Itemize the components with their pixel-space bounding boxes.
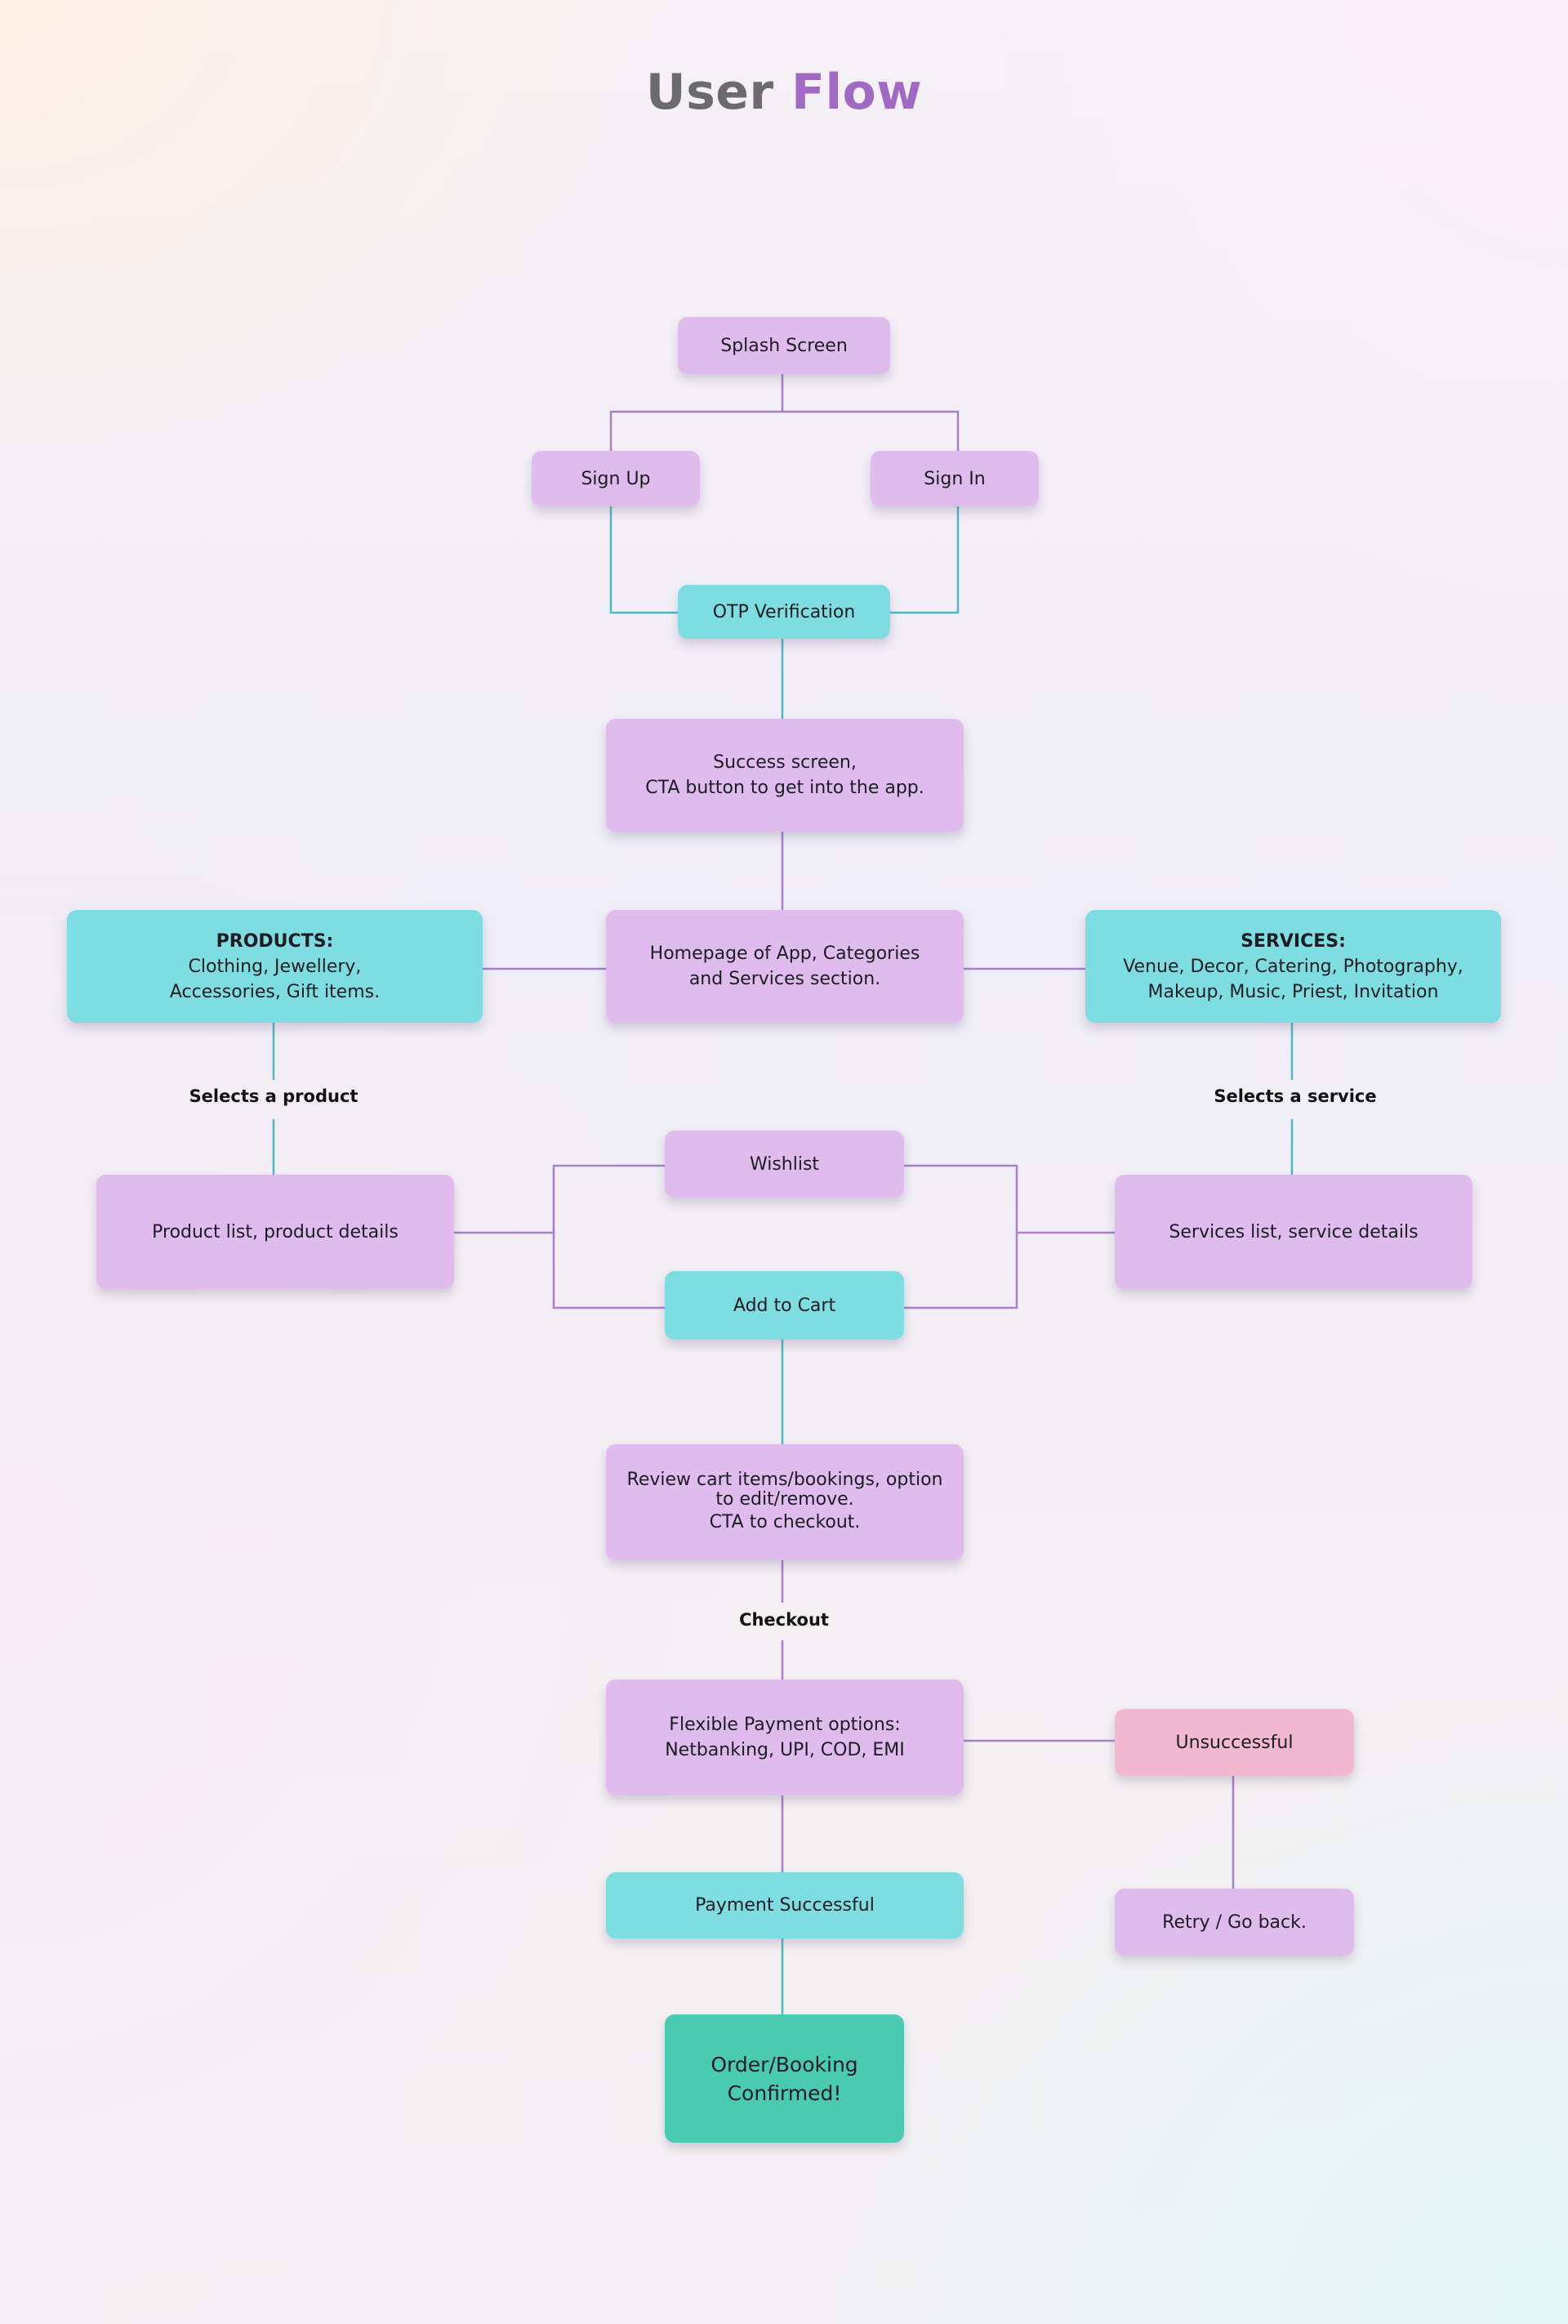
node-success-line2: CTA button to get into the app.: [645, 778, 924, 798]
node-homepage-line2: and Services section.: [688, 969, 881, 989]
edge-label-selects-service: Selects a service: [1214, 1086, 1377, 1106]
node-review-cart: Review cart items/bookings, option to ed…: [606, 1444, 964, 1560]
node-payment-successful: Payment Successful: [606, 1872, 964, 1938]
connector-bracket-left: [552, 1164, 665, 1309]
title-word-user: User: [645, 64, 774, 121]
node-add-to-cart: Add to Cart: [665, 1271, 904, 1340]
title-word-flow: Flow: [791, 64, 923, 121]
node-sign-in-label: Sign In: [924, 468, 986, 489]
edge-label-selects-product: Selects a product: [189, 1086, 359, 1106]
node-splash-screen: Splash Screen: [678, 317, 890, 374]
node-payment-options-line1: Flexible Payment options:: [669, 1715, 901, 1735]
node-payment-options-line2: Netbanking, UPI, COD, EMI: [665, 1740, 905, 1760]
node-sign-up: Sign Up: [532, 451, 700, 506]
node-services: SERVICES: Venue, Decor, Catering, Photog…: [1085, 910, 1501, 1023]
node-otp-verification: OTP Verification: [678, 585, 890, 639]
edge-label-checkout: Checkout: [739, 1610, 829, 1630]
node-services-heading: SERVICES:: [1241, 930, 1346, 952]
node-confirmed-line2: Confirmed!: [727, 2081, 842, 2105]
node-product-list-label: Product list, product details: [152, 1221, 399, 1242]
node-services-line2: Makeup, Music, Priest, Invitation: [1147, 981, 1439, 1002]
node-review-line3: CTA to checkout.: [709, 1511, 861, 1532]
node-review-line2: to edit/remove.: [715, 1488, 854, 1510]
node-wishlist-label: Wishlist: [749, 1153, 820, 1175]
node-review-line1: Review cart items/bookings, option: [626, 1469, 943, 1490]
connector-signup-otp: [609, 506, 678, 614]
node-products-line1: Clothing, Jewellery,: [188, 956, 362, 977]
node-retry: Retry / Go back.: [1115, 1889, 1354, 1956]
node-retry-label: Retry / Go back.: [1162, 1911, 1307, 1933]
node-sign-in: Sign In: [871, 451, 1039, 506]
node-success-screen: Success screen, CTA button to get into t…: [606, 719, 964, 832]
node-payment-successful-label: Payment Successful: [695, 1895, 875, 1916]
node-splash-label: Splash Screen: [720, 335, 848, 356]
node-homepage: Homepage of App, Categories and Services…: [606, 910, 964, 1023]
node-products-line2: Accessories, Gift items.: [169, 981, 381, 1002]
connector-splash-auth: [609, 374, 784, 451]
node-unsuccessful-label: Unsuccessful: [1175, 1732, 1294, 1753]
node-product-list: Product list, product details: [96, 1175, 454, 1289]
node-services-line1: Venue, Decor, Catering, Photography,: [1123, 956, 1463, 977]
connector-bracket-right: [904, 1164, 1018, 1309]
node-add-to-cart-label: Add to Cart: [733, 1295, 836, 1316]
node-order-confirmed: Order/Booking Confirmed!: [665, 2014, 904, 2143]
node-services-list-label: Services list, service details: [1169, 1221, 1419, 1242]
connector-signin-otp: [890, 506, 960, 614]
node-services-list: Services list, service details: [1115, 1175, 1472, 1289]
node-products-heading: PRODUCTS:: [216, 930, 334, 952]
node-homepage-line1: Homepage of App, Categories: [649, 943, 920, 964]
connector-splash-signin: [782, 410, 960, 451]
node-payment-options: Flexible Payment options: Netbanking, UP…: [606, 1679, 964, 1795]
node-wishlist: Wishlist: [665, 1131, 904, 1198]
node-success-line1: Success screen,: [713, 752, 857, 773]
node-unsuccessful: Unsuccessful: [1115, 1709, 1354, 1776]
node-sign-up-label: Sign Up: [581, 468, 651, 489]
node-products: PRODUCTS: Clothing, Jewellery, Accessori…: [67, 910, 483, 1023]
node-confirmed-line1: Order/Booking: [710, 2052, 858, 2076]
page-title: User Flow: [0, 64, 1568, 121]
node-otp-label: OTP Verification: [712, 601, 856, 622]
